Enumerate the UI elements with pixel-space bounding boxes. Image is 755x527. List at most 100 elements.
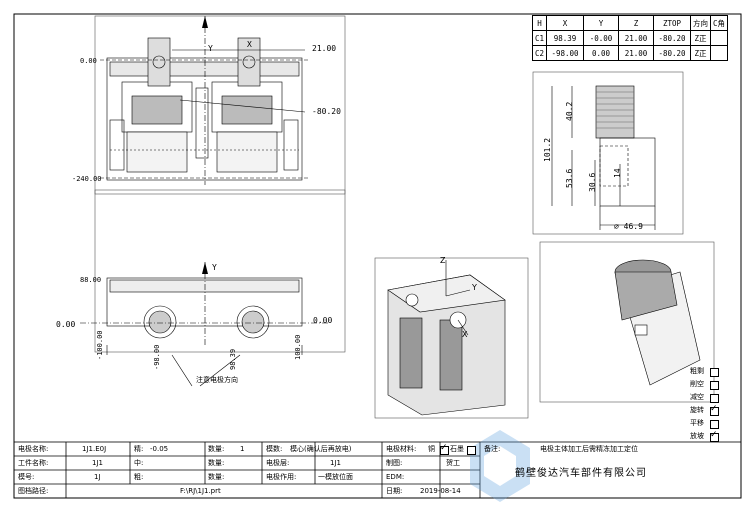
check-label: 削空 — [690, 380, 704, 388]
dim-100: 100.00 — [294, 334, 302, 360]
label-qty1: 数量: — [208, 445, 225, 453]
dim-40-2: 40.2 — [565, 101, 574, 121]
label-electrode-name: 电极名称: — [18, 445, 49, 453]
value-date: 2019-08-14 — [420, 487, 461, 495]
check-box-cut[interactable] — [710, 381, 719, 390]
check-label: 放坡 — [690, 432, 704, 440]
check-label: 平移 — [690, 419, 704, 427]
value-electrode-name: 1J1.E0J — [82, 445, 107, 453]
check-box-reduce[interactable] — [710, 394, 719, 403]
label-remark: 备注: — [484, 445, 501, 453]
label-qty2: 数量: — [208, 459, 225, 467]
dim-neg98: -98.00 — [153, 344, 161, 370]
check-label: 旋转 — [690, 406, 704, 414]
title-block-grid — [13, 441, 742, 499]
top-y-arrow-icon — [202, 16, 208, 28]
top-view — [100, 16, 310, 185]
dim-neg100: -100.00 — [96, 330, 104, 360]
value-finish: -0.05 — [150, 445, 169, 453]
cell — [710, 45, 729, 61]
check-box-rotate[interactable] — [710, 404, 719, 416]
electrode-3d — [614, 259, 701, 386]
table-row: C2 -98.00 0.00 21.00 -80.20 Z正 — [531, 45, 729, 61]
dim-diameter: ⌀ 46.9 — [614, 222, 643, 231]
electrode-view-frame — [532, 71, 684, 235]
label-rough: 粗: — [134, 473, 144, 481]
label-path: 图档路径: — [18, 487, 49, 495]
col-h: H — [531, 15, 548, 31]
dim-zero-top: 0.00 — [80, 57, 97, 65]
dim-21: 21.00 — [312, 44, 337, 53]
cell: 21.00 — [618, 30, 655, 46]
label-workpiece: 工件名称: — [18, 459, 49, 467]
dim-30-6: 30.6 — [588, 172, 597, 192]
label-date: 日期: — [386, 487, 403, 495]
dim-neg240: -240.00 — [72, 175, 102, 183]
cell: 98.39 — [546, 30, 585, 46]
check-box-translate[interactable] — [710, 420, 719, 429]
iso-view — [387, 260, 506, 416]
front-y-label: Y — [212, 263, 217, 272]
top-view-frame — [94, 15, 346, 195]
cell: Z正 — [690, 30, 712, 46]
iso-z-label: Z — [440, 256, 446, 265]
col-c: C角 — [710, 15, 729, 31]
front-view — [80, 262, 330, 387]
label-layer: 电极层: — [266, 459, 290, 467]
label-finish: 精: — [134, 445, 144, 453]
graphite-checkbox[interactable] — [467, 446, 476, 455]
iso-y-label: Y — [472, 283, 477, 292]
value-remark: 电极主体加工后需精冻加工定位 — [540, 445, 638, 453]
check-box-rough[interactable] — [710, 368, 719, 377]
label-drafter: 制图: — [386, 459, 403, 467]
coord-header-row: H X Y Z ZTOP 方向 C角 — [531, 15, 729, 31]
label-material: 电极材料: — [386, 445, 417, 453]
iso-x-label: X — [462, 330, 468, 339]
cell: -98.00 — [546, 45, 585, 61]
direction-note: 注意电极方向 — [196, 376, 238, 384]
value-drafter: 贺工 — [446, 459, 460, 467]
dim-neg80: -80.20 — [312, 107, 341, 116]
cell: Z正 — [690, 45, 712, 61]
cell: C1 — [531, 30, 548, 46]
check-box-slope[interactable] — [710, 430, 719, 442]
dim-88: 88.00 — [80, 276, 102, 284]
col-y: Y — [583, 15, 620, 31]
cell: -0.00 — [583, 30, 620, 46]
dim-14: 14 — [613, 168, 622, 178]
label-function: 电极作用: — [266, 473, 297, 481]
cell: -80.20 — [653, 30, 692, 46]
label-qty3: 数量: — [208, 473, 225, 481]
coordinate-table: H X Y Z ZTOP 方向 C角 C1 98.39 -0.00 21.00 … — [531, 15, 729, 61]
cell: C2 — [531, 45, 548, 61]
label-mold-no: 模号: — [18, 473, 35, 481]
table-row: C1 98.39 -0.00 21.00 -80.20 Z正 — [531, 30, 729, 46]
dim-zero-left: 0.00 — [56, 320, 76, 329]
iso-view-frame — [374, 257, 529, 419]
front-view-frame — [94, 189, 346, 353]
electrode-ortho — [551, 85, 656, 230]
value-layer: 1J1 — [330, 459, 341, 467]
label-edm: EDM: — [386, 473, 405, 481]
cell: -80.20 — [653, 45, 692, 61]
col-dir: 方向 — [690, 15, 712, 31]
electrode-3d-frame — [539, 241, 715, 403]
watermark-logo — [470, 430, 530, 502]
dim-101-2: 101.2 — [543, 137, 552, 162]
dim-53-6: 53.6 — [565, 168, 574, 188]
dim-9839: 98.39 — [229, 348, 237, 370]
value-mold-no: 1J — [94, 473, 101, 481]
value-function: 一模放位面 — [318, 473, 353, 481]
value-workpiece: 1J1 — [92, 459, 103, 467]
top-y-label: Y — [208, 44, 213, 53]
cell — [710, 30, 729, 46]
cell: 0.00 — [583, 45, 620, 61]
copper-checkbox[interactable] — [440, 443, 449, 455]
cell: 21.00 — [618, 45, 655, 61]
value-path: F:\RJ\1J1.prt — [180, 487, 221, 495]
value-mold-count: 模心(确认后再放电) — [290, 445, 352, 453]
label-mid: 中: — [134, 459, 144, 467]
value-material-graphite: 石墨 — [450, 445, 464, 453]
dim-zero-right: 0.00 — [313, 316, 333, 325]
